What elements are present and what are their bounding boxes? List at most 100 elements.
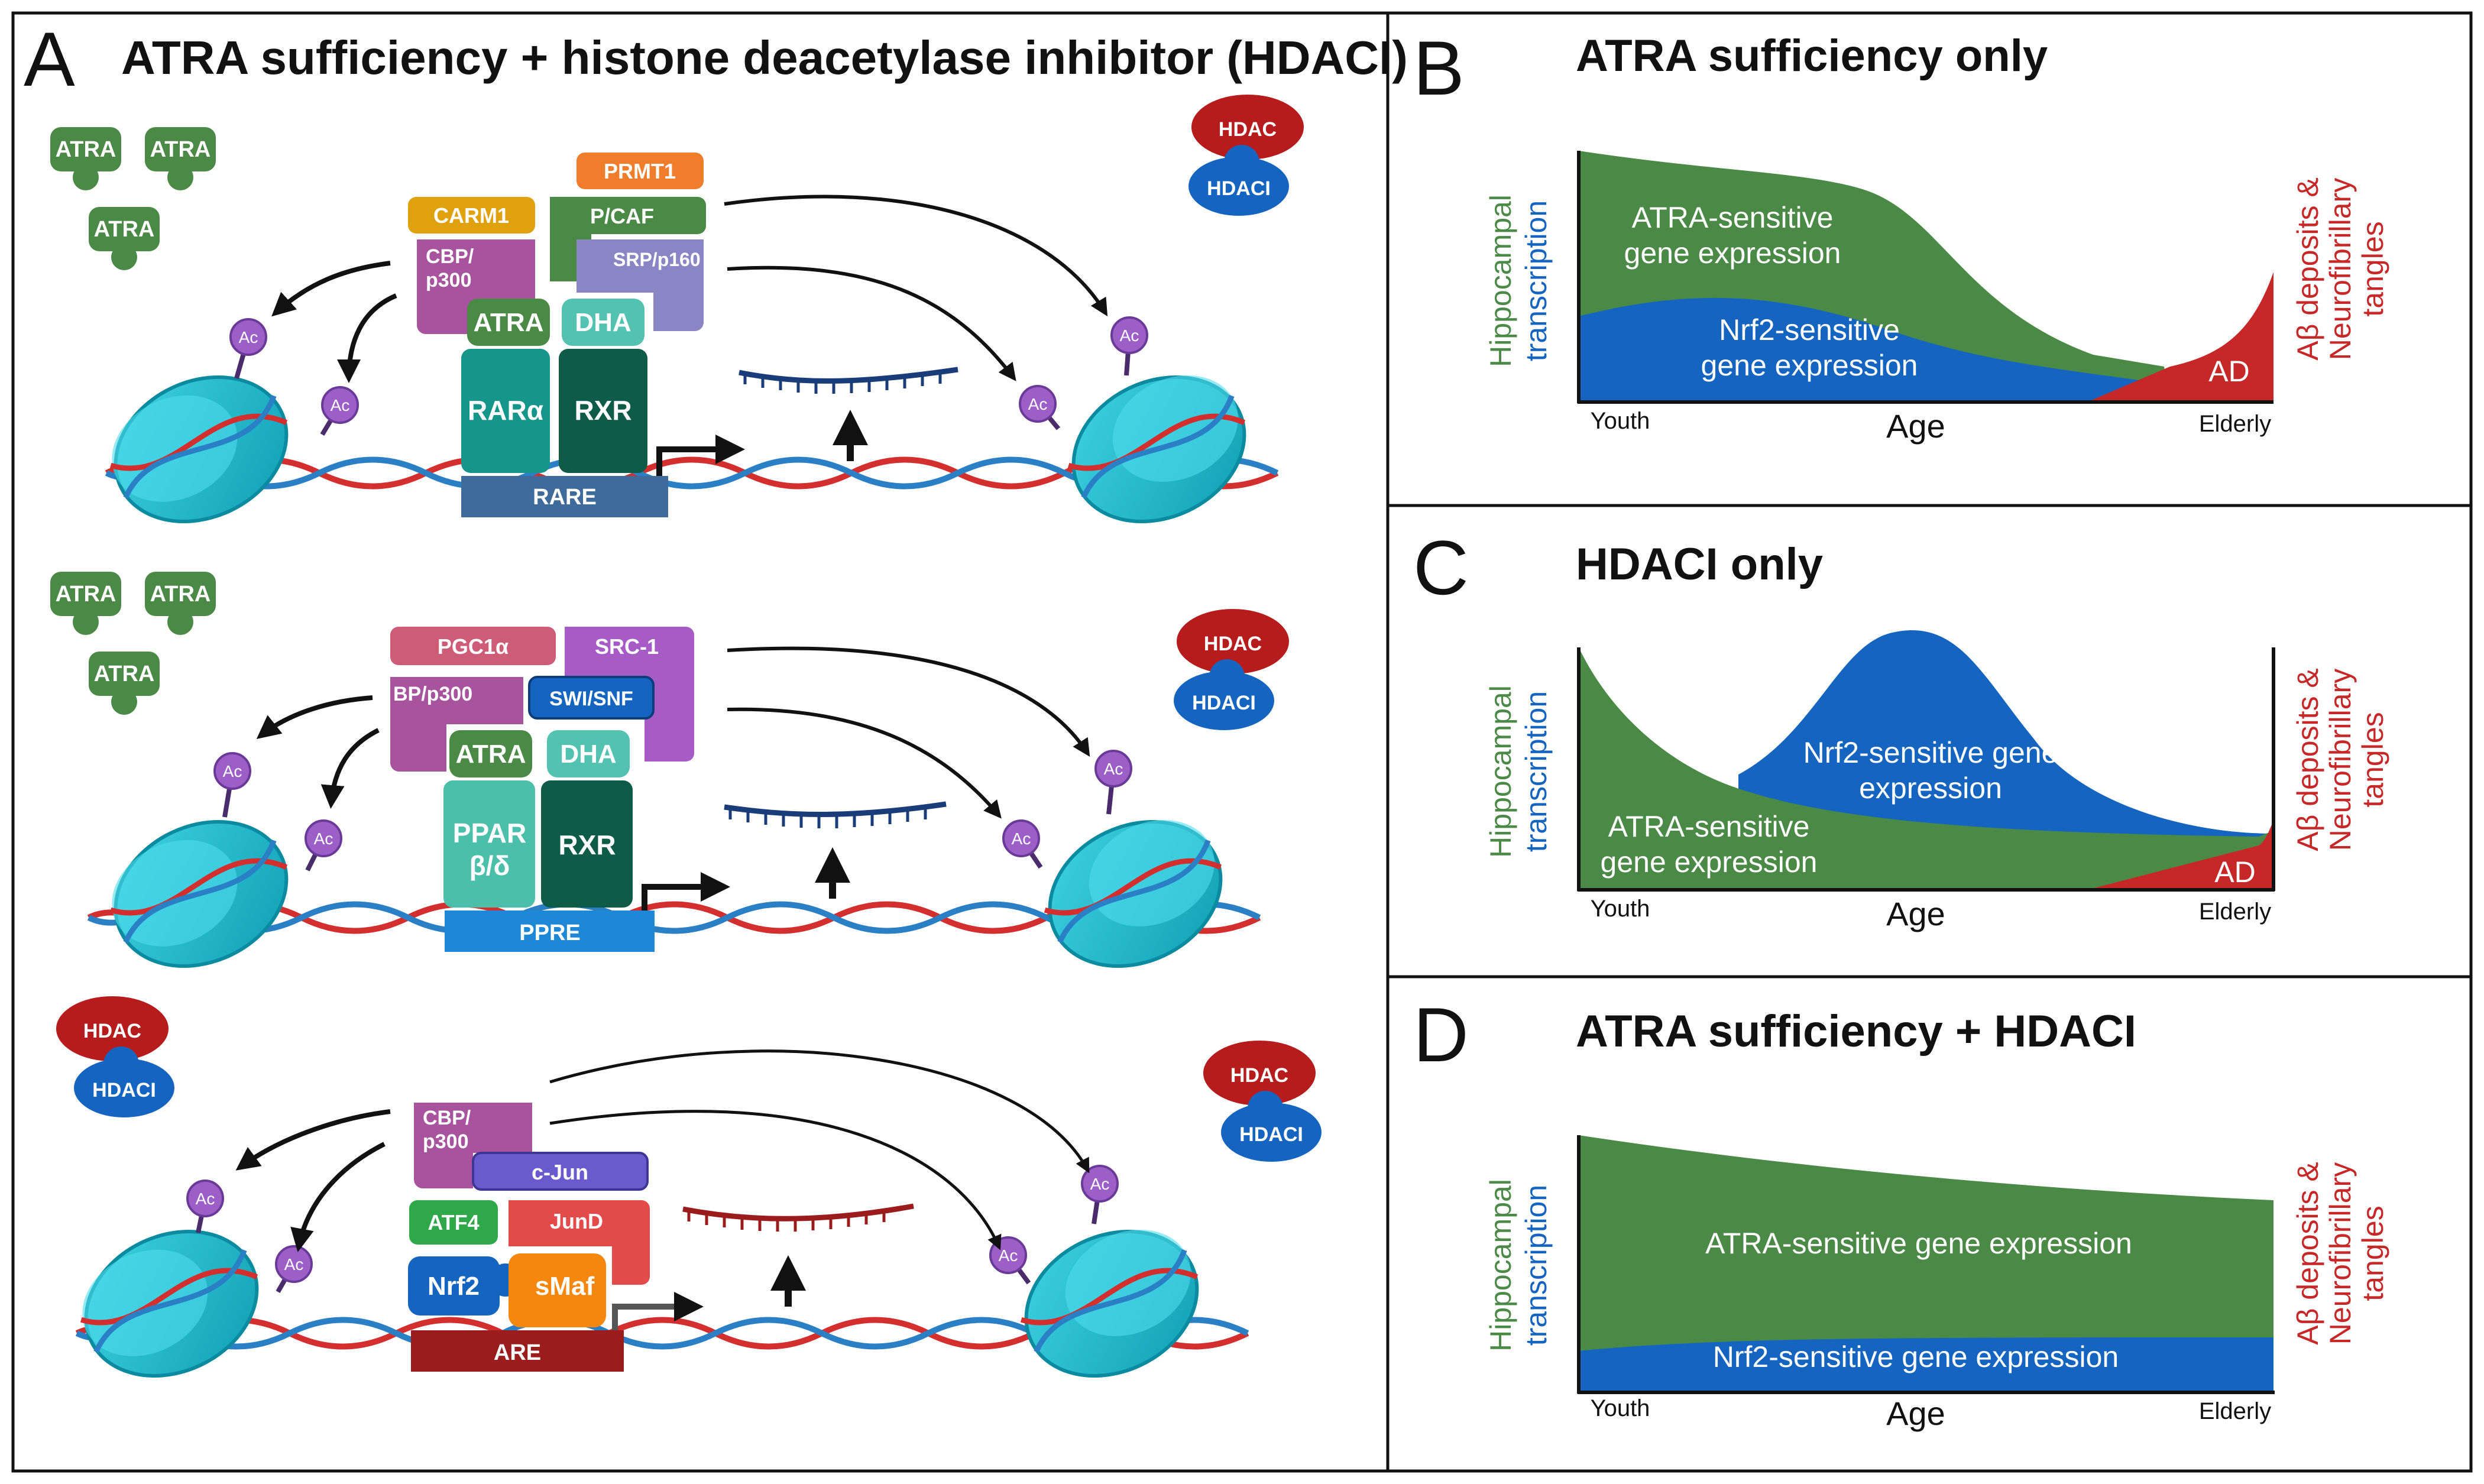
svg-text:Ac: Ac xyxy=(1090,1175,1110,1193)
svg-text:CBP/: CBP/ xyxy=(426,245,474,268)
panel-a-title: ATRA sufficiency + histone deacetylase i… xyxy=(121,31,1408,84)
svg-text:RARα: RARα xyxy=(468,395,543,426)
x-end-label: Elderly xyxy=(2199,1398,2271,1424)
acetyl-tag: Ac xyxy=(213,752,251,818)
nrf2-area xyxy=(1579,1337,2274,1392)
srp-p160-box: SRP/p160 xyxy=(577,239,704,331)
svg-text:HDACI: HDACI xyxy=(92,1079,156,1101)
acetyl-tag: Ac xyxy=(1081,1165,1119,1224)
hdac-hdaci-complex: HDAC HDACI xyxy=(1174,609,1289,730)
curve-arrow xyxy=(256,695,373,739)
svg-text:HDAC: HDAC xyxy=(1219,118,1277,141)
row-1-rar-complex: Ac Ac Ac Ac ATRA ATRA xyxy=(50,95,1304,523)
y-left-label-2: transcription xyxy=(1520,200,1553,361)
atra-area xyxy=(1579,1135,2274,1392)
acetyl-tag: Ac xyxy=(229,318,267,380)
y-right-label-1: Aβ deposits & xyxy=(2291,1162,2324,1344)
svg-text:Ac: Ac xyxy=(223,762,242,780)
y-right-label-2: Neurofibrillary xyxy=(2324,178,2357,360)
panel-c: C HDACI only Nrf2-sensitive gene express… xyxy=(1413,524,2389,932)
curve-arrow xyxy=(320,728,380,809)
tss-arrow xyxy=(612,1292,704,1330)
curve-arrow xyxy=(337,293,397,383)
svg-text:Ac: Ac xyxy=(1012,830,1031,848)
tss-arrow xyxy=(642,872,730,911)
jund-box: JunD xyxy=(509,1200,650,1285)
rxr-receptor: RXR xyxy=(559,349,647,473)
ad-area xyxy=(2087,822,2274,890)
acetyl-tag: Ac xyxy=(275,1245,313,1293)
row-2-labels: ATRA ATRA ATRA HDAC HDACI PGC1α SRC-1 xyxy=(50,572,1289,952)
y-right-label-2: Neurofibrillary xyxy=(2324,1162,2357,1344)
y-left-label-2: transcription xyxy=(1520,1185,1553,1346)
svg-text:Ac: Ac xyxy=(239,328,258,346)
svg-text:P/CAF: P/CAF xyxy=(590,204,654,228)
mrna xyxy=(739,367,958,384)
ppre-element: PPRE xyxy=(445,911,655,952)
x-start-label: Youth xyxy=(1591,1395,1650,1421)
x-start-label: Youth xyxy=(1591,408,1650,434)
nucleosome-right xyxy=(1020,1229,1199,1378)
svg-text:ATRA: ATRA xyxy=(56,137,116,162)
nucleosome-left xyxy=(109,375,289,523)
y-right-label-3: tangles xyxy=(2356,221,2389,316)
svg-text:HDACI: HDACI xyxy=(1239,1123,1303,1146)
nucleosome-right xyxy=(1067,375,1246,523)
svg-text:Ac: Ac xyxy=(1028,395,1048,413)
swi-snf-box: SWI/SNF xyxy=(528,676,655,720)
bp-p300-box: BP/p300 xyxy=(390,677,523,772)
mrna-ticks xyxy=(687,1210,886,1232)
y-right-label-1: Aβ deposits & xyxy=(2291,668,2324,851)
dha-bound: DHA xyxy=(562,299,645,346)
curve-arrow xyxy=(727,265,1016,381)
label-nrf2-2: gene expression xyxy=(1701,349,1918,382)
panel-c-letter: C xyxy=(1413,524,1469,611)
svg-text:PPRE: PPRE xyxy=(519,921,580,945)
panel-d: D ATRA sufficiency + HDACI ATRA-sensitiv… xyxy=(1413,992,2389,1432)
svg-text:β/δ: β/δ xyxy=(469,850,510,881)
svg-text:SWI/SNF: SWI/SNF xyxy=(549,688,633,710)
svg-text:PPAR: PPAR xyxy=(453,818,526,848)
svg-text:Ac: Ac xyxy=(1104,760,1123,778)
x-axis-label: Age xyxy=(1886,407,1945,445)
svg-text:HDAC: HDAC xyxy=(83,1020,141,1042)
label-atra: ATRA-sensitive gene expression xyxy=(1705,1227,2132,1260)
y-left-label-1: Hippocampal xyxy=(1484,1179,1517,1352)
svg-text:PGC1α: PGC1α xyxy=(438,634,509,659)
curve-arrow xyxy=(727,707,1002,819)
svg-text:BP/p300: BP/p300 xyxy=(393,683,472,705)
svg-text:SRP/p160: SRP/p160 xyxy=(613,249,701,270)
label-nrf2: Nrf2-sensitive xyxy=(1719,313,1900,346)
svg-text:ATF4: ATF4 xyxy=(428,1210,479,1234)
x-axis-label: Age xyxy=(1886,1395,1945,1432)
mrna-ticks xyxy=(743,372,942,394)
y-left-label-1: Hippocampal xyxy=(1484,195,1517,367)
ad-area xyxy=(2087,272,2274,402)
x-start-label: Youth xyxy=(1591,896,1650,922)
svg-text:Ac: Ac xyxy=(196,1190,215,1208)
are-element: ARE xyxy=(411,1330,624,1372)
mrna-ticks xyxy=(728,808,927,828)
svg-text:Ac: Ac xyxy=(284,1255,304,1274)
curve-arrow xyxy=(549,1049,1090,1174)
svg-text:sMaf: sMaf xyxy=(535,1272,595,1301)
hdac-hdaci-complex: HDAC HDACI xyxy=(56,996,174,1117)
label-ad: AD xyxy=(2214,856,2255,889)
curve-arrow xyxy=(727,646,1090,757)
row-3-labels: HDAC HDACI HDAC HDACI CBP/ p300 c-Jun AT… xyxy=(56,996,1322,1372)
panel-d-title: ATRA sufficiency + HDACI xyxy=(1576,1006,2136,1057)
atra-ligand: ATRA xyxy=(89,652,160,715)
curve-arrow xyxy=(271,261,391,317)
nucleosome-left xyxy=(80,1230,259,1378)
panel-c-title: HDACI only xyxy=(1576,539,1823,589)
svg-text:ATRA: ATRA xyxy=(474,308,544,337)
c-jun-box: c-Jun xyxy=(472,1152,649,1191)
svg-text:CARM1: CARM1 xyxy=(433,203,509,228)
row-2-ppar-complex: Ac Ac Ac Ac xyxy=(87,750,1261,968)
svg-text:Ac: Ac xyxy=(999,1246,1018,1265)
atra-bound: ATRA xyxy=(449,730,532,777)
label-nrf2: Nrf2-sensitive gene expression xyxy=(1713,1340,2119,1373)
label-atra: ATRA-sensitive xyxy=(1632,201,1834,234)
panel-b: B ATRA sufficiency only ATRA-sensitive g… xyxy=(1413,25,2389,445)
